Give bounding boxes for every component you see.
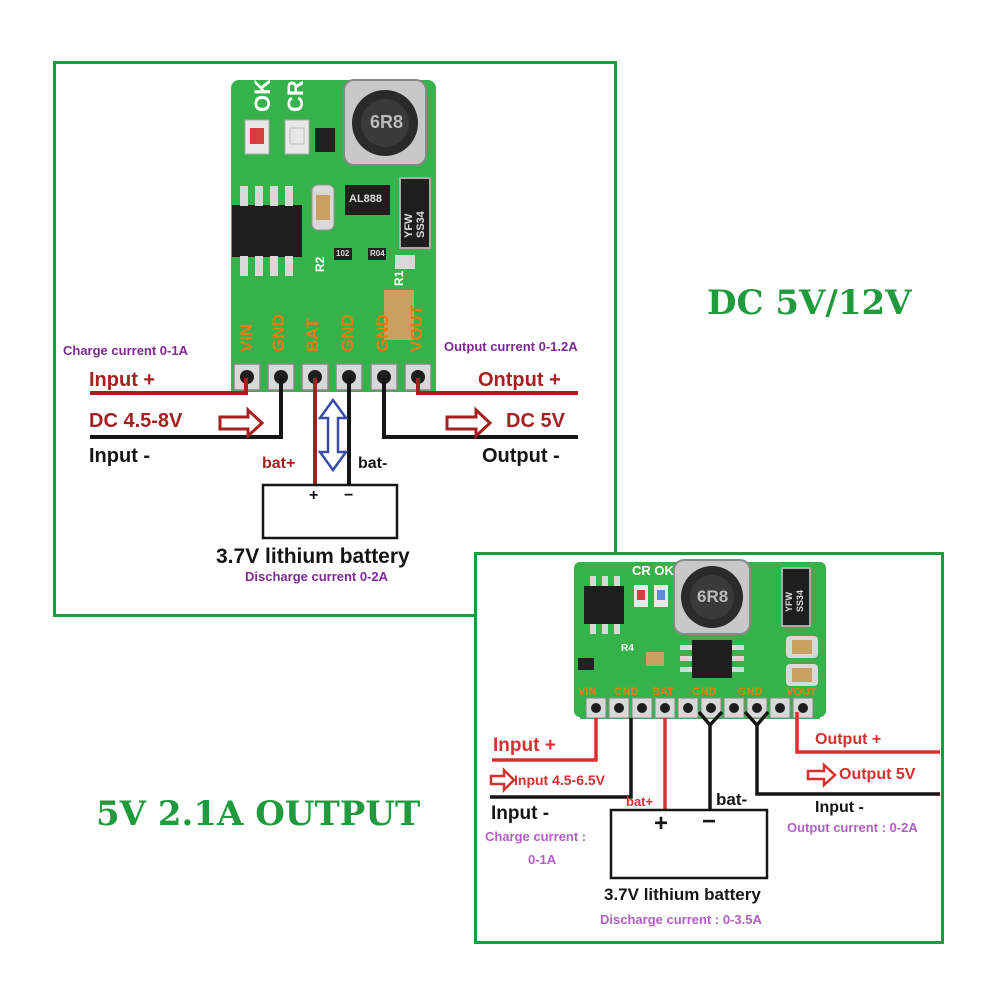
top-silk-res-a: 102 xyxy=(336,249,350,258)
bottom-output-plus: Output + xyxy=(815,731,882,748)
bottom-pin-gnd-3: GND xyxy=(738,686,763,698)
top-charge-discharge-arrow xyxy=(317,397,349,473)
bottom-bat-minus: bat- xyxy=(716,790,748,809)
top-bat-minus: bat- xyxy=(358,455,388,472)
bottom-input-minus: Input - xyxy=(491,803,550,824)
bottom-discharge-current: Discharge current : 0-3.5A xyxy=(600,912,762,927)
top-pcb-board xyxy=(231,79,436,390)
bottom-pin-vin: VIN xyxy=(578,686,597,698)
bottom-silk-diode-2: SS34 xyxy=(795,589,805,612)
bottom-silk-r4: R4 xyxy=(621,643,634,654)
bottom-pin-gnd-2: GND xyxy=(692,686,717,698)
bottom-input-voltage: Input 4.5-6.5V xyxy=(514,772,606,788)
bottom-silk-diode-1: YFW xyxy=(784,592,794,612)
bottom-battery-plus: + xyxy=(654,810,669,837)
top-output-arrow xyxy=(445,406,493,440)
top-silk-inductor: 6R8 xyxy=(370,112,404,132)
bottom-output-arrow xyxy=(806,762,837,788)
top-discharge-current: Discharge current 0-2A xyxy=(245,569,389,584)
top-wires xyxy=(90,378,578,485)
bottom-silk-inductor: 6R8 xyxy=(697,587,729,606)
bottom-pcb-board xyxy=(574,559,826,717)
top-battery-plus: + xyxy=(309,487,319,504)
top-output-current: Output current 0-1.2A xyxy=(444,339,578,354)
bottom-battery-name: 3.7V lithium battery xyxy=(604,885,761,904)
bottom-silk-cr-ok: CR OK xyxy=(632,563,674,578)
bottom-battery xyxy=(609,808,769,880)
top-input-arrow xyxy=(218,406,265,440)
bottom-charge-current-1: Charge current : xyxy=(485,829,587,844)
bottom-pin-gnd-1: GND xyxy=(614,686,639,698)
top-input-minus: Input - xyxy=(89,445,151,467)
top-silk-res-b: R04 xyxy=(370,249,385,258)
top-output-voltage: DC 5V xyxy=(506,410,565,432)
bottom-output-current: Output current : 0-2A xyxy=(787,820,918,835)
top-input-plus: Input + xyxy=(89,369,156,391)
top-bat-plus: bat+ xyxy=(262,455,296,472)
top-input-voltage: DC 4.5-8V xyxy=(89,410,183,432)
top-battery-name: 3.7V lithium battery xyxy=(216,545,410,568)
bottom-header-pins xyxy=(580,697,820,719)
top-silk-chip: AL888 xyxy=(349,193,383,205)
top-charge-current: Charge current 0-1A xyxy=(63,343,188,358)
bottom-pin-bat: BAT xyxy=(652,686,674,698)
bottom-input-arrow xyxy=(489,766,516,794)
top-output-minus: Output - xyxy=(482,445,560,467)
bottom-pin-vout: VOUT xyxy=(786,686,817,698)
bottom-input-plus: Input + xyxy=(493,735,556,756)
bottom-output-voltage: Output 5V xyxy=(839,766,916,783)
bottom-output-minus: Input - xyxy=(815,799,864,816)
top-battery-minus: − xyxy=(344,487,354,504)
bottom-bat-plus: bat+ xyxy=(626,794,654,809)
top-battery xyxy=(261,483,399,540)
top-output-plus: Ontput + xyxy=(478,369,561,391)
bottom-battery-minus: − xyxy=(702,808,717,835)
output-rating-title: 5V 2.1A OUTPUT xyxy=(96,794,421,834)
bottom-wires xyxy=(490,710,940,810)
bottom-charge-current-2: 0-1A xyxy=(528,852,557,867)
dc-rating-title: DC 5V/12V xyxy=(707,283,912,323)
